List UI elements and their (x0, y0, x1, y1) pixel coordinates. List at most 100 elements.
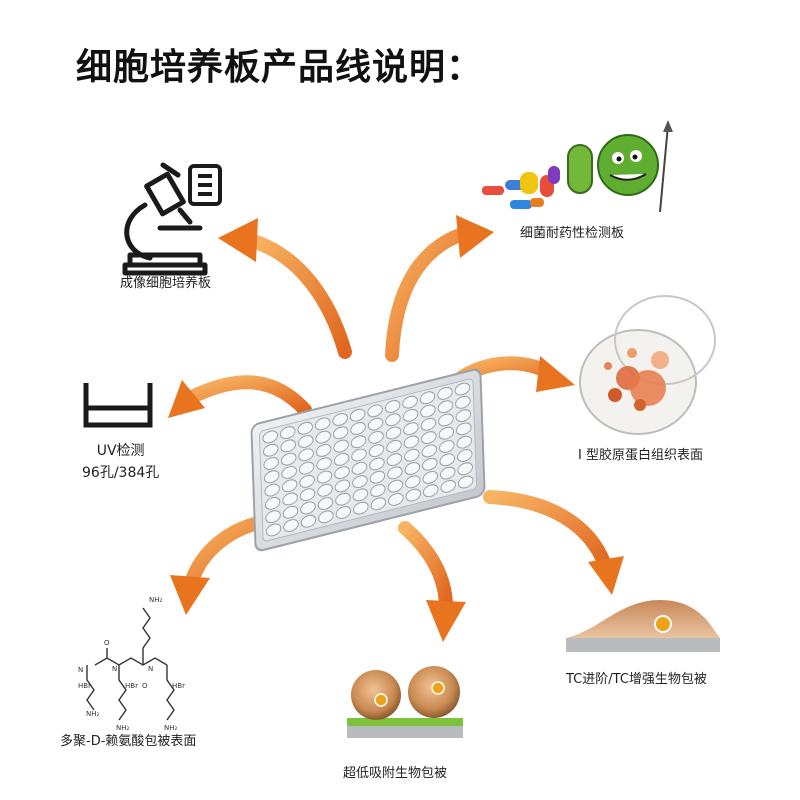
plate-well (404, 462, 421, 475)
chem-nh2-top: NH₂ (149, 596, 163, 604)
plate-well (439, 466, 456, 480)
plate-well (454, 382, 471, 396)
chem-o-right: O (142, 682, 148, 690)
label-uv: UV检测 96孔/384孔 (82, 440, 159, 484)
plate-well (385, 413, 401, 427)
label-uv-line2: 96孔/384孔 (82, 465, 160, 481)
plate-well (297, 435, 314, 448)
plate-well (437, 400, 454, 414)
plate-well (455, 409, 472, 423)
plate-well (264, 483, 280, 497)
plate-well (402, 395, 418, 409)
plate-well (300, 501, 316, 515)
chem-text: NH₂ N N N O O HBr HBr HBr NH₂ NH₂ NH₂ (78, 596, 185, 732)
arrow-tc (483, 490, 612, 572)
plate-well (299, 474, 315, 488)
plate-well (457, 462, 473, 476)
plate-well (402, 408, 419, 422)
plate-well (422, 484, 439, 498)
plate-well (282, 505, 299, 519)
plate-well (404, 448, 420, 462)
plate-well (333, 452, 350, 466)
plate-well (370, 497, 387, 511)
plate-well (316, 470, 333, 484)
label-bacteria: 细菌耐药性检测板 (520, 226, 625, 241)
label-tc: TC进阶/TC增强生物包被 (566, 672, 707, 687)
plate-well (352, 475, 368, 489)
plate-well (335, 492, 351, 506)
plate-well (420, 404, 436, 418)
plate-well (281, 466, 297, 479)
plate-well (388, 493, 404, 506)
well-plate (250, 368, 486, 552)
label-pdl: 多聚-D-赖氨酸包被表面 (60, 734, 197, 749)
arrowhead-uv (168, 380, 205, 418)
plate-well (263, 470, 280, 484)
adherent-cell-icon (566, 600, 720, 652)
plate-well (403, 435, 420, 449)
plate-well (439, 440, 455, 453)
plate-well (438, 426, 455, 440)
plate-wells (262, 382, 474, 537)
cell-spheroid-icon (347, 666, 463, 738)
plate-well (367, 417, 384, 431)
plate-well (350, 435, 367, 449)
plate-well (262, 443, 279, 457)
plate-well (420, 417, 437, 431)
plate-well (369, 457, 385, 471)
plate-well (370, 484, 386, 497)
arrow-imaging (243, 233, 352, 359)
chem-hbr-2: HBr (125, 682, 138, 690)
chem-n-mid: N (112, 665, 117, 673)
plate-well (422, 457, 438, 471)
plate-well (316, 457, 332, 471)
plate-well (335, 506, 352, 519)
plate-well (368, 444, 385, 458)
plate-well (421, 444, 438, 458)
plate-well (386, 453, 403, 467)
microscope-icon (122, 162, 208, 276)
plate-well (387, 479, 404, 493)
label-uv-line1: UV检测 (96, 443, 145, 459)
plate-well (385, 426, 402, 440)
plate-well (439, 453, 456, 467)
plate-well (369, 470, 386, 484)
plate-well (405, 488, 422, 502)
chem-hbr-1: HBr (78, 682, 91, 690)
plate-well (265, 523, 282, 537)
plate-well (281, 479, 298, 493)
plate-well (350, 422, 366, 435)
plate-well (315, 444, 332, 457)
arrowhead-bacteria (456, 215, 494, 258)
arrow-ultra-low (398, 521, 453, 612)
plate-well (387, 466, 403, 480)
label-ultra-low: 超低吸附生物包被 (343, 766, 448, 781)
beaker-icon (83, 383, 153, 428)
plate-well (318, 510, 334, 524)
chem-nh2-3: NH₂ (164, 724, 178, 732)
clipboard-icon (188, 164, 222, 206)
arrowhead-ultra-low (426, 600, 466, 642)
chem-n-right: N (148, 665, 153, 673)
plate-well (422, 471, 439, 484)
green-creature (567, 120, 673, 213)
plate-well (457, 475, 474, 489)
label-imaging: 成像细胞培养板 (120, 276, 212, 291)
arrow-bacteria (385, 228, 467, 362)
bacteria-cartoon (482, 120, 673, 213)
plate-well (280, 439, 296, 453)
plate-well (332, 413, 348, 426)
plate-well (334, 466, 350, 480)
arrowhead-pdl (170, 575, 210, 615)
plate-well (384, 400, 401, 413)
plate-well (333, 439, 349, 453)
plate-well (299, 488, 316, 502)
plate-well (317, 483, 333, 497)
plate-well (403, 422, 419, 436)
plate-well (419, 391, 436, 405)
plate-well (456, 435, 473, 449)
chem-hbr-3: HBr (172, 682, 185, 690)
plate-well (351, 461, 368, 475)
